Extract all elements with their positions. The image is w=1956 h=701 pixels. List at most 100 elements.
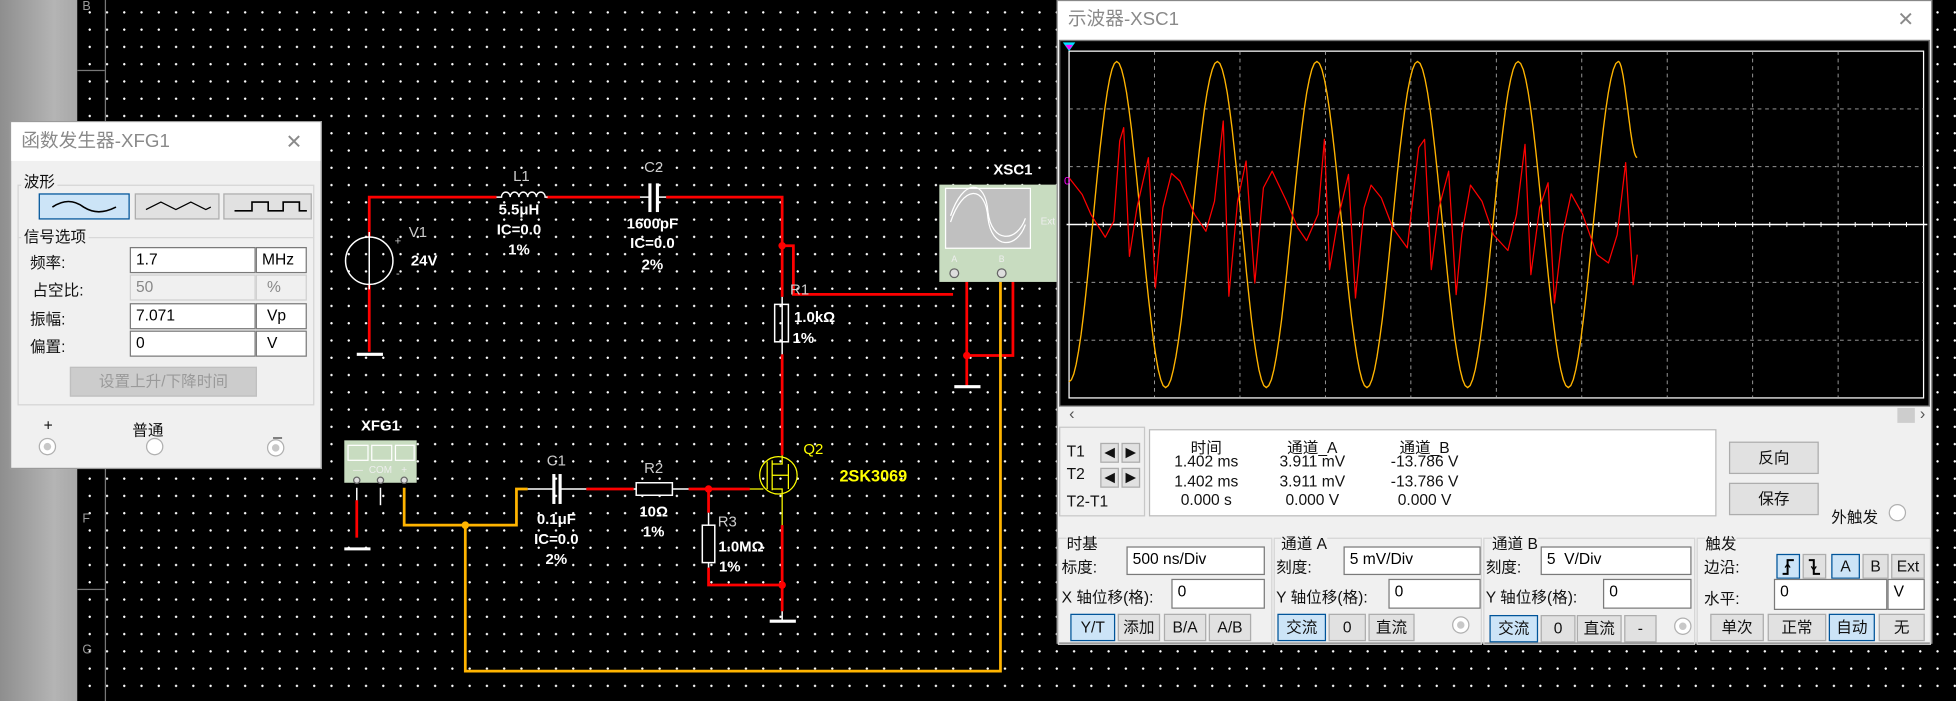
trigger-mode-[interactable]: 无 — [1878, 613, 1925, 642]
c2-name: C2 — [644, 159, 663, 176]
ruler-divider — [77, 588, 105, 591]
trigger-level-input[interactable]: 0 — [1773, 578, 1888, 611]
channel-a-coupling-[interactable]: 交流 — [1277, 613, 1327, 642]
timebase-mode-[interactable]: 添加 — [1117, 613, 1161, 642]
arrow-left-icon: ◀ — [1104, 470, 1115, 486]
readout-cell: 3.911 mV — [1279, 472, 1346, 490]
t2-left-button[interactable]: ◀ — [1100, 467, 1119, 488]
scope-display: 0 — [1062, 42, 1928, 399]
parts — [344, 183, 981, 623]
scroll-right-button[interactable]: › — [1919, 404, 1926, 423]
triangle-wave-button[interactable] — [134, 193, 220, 220]
ruler-divider — [77, 69, 105, 72]
close-icon[interactable]: ✕ — [1897, 9, 1915, 32]
channel-a-radio[interactable] — [1452, 616, 1470, 634]
channel-a-scale-input[interactable]: 5 mV/Div — [1343, 546, 1481, 576]
channel-a-group — [1273, 537, 1482, 645]
trigger-source-ext[interactable]: Ext — [1891, 553, 1925, 579]
channel-b-radio[interactable] — [1674, 617, 1692, 635]
channel-a-title: 通道 A — [1281, 530, 1328, 554]
x-position-input[interactable]: 0 — [1171, 578, 1265, 609]
scroll-left-button[interactable]: ‹ — [1069, 404, 1075, 423]
arrow-right-icon: ▶ — [1125, 470, 1137, 486]
square-wave-icon — [234, 201, 307, 212]
scope-screen[interactable] — [1059, 39, 1930, 407]
channel-a-ypos-input[interactable]: 0 — [1388, 578, 1481, 609]
waveform-group — [17, 184, 315, 406]
resistor-r1-symbol — [773, 303, 790, 343]
sine-wave-icon — [51, 200, 116, 213]
channel-a-coupling-[interactable]: 直流 — [1368, 613, 1415, 642]
field-unit: MHz — [255, 246, 307, 274]
channel-b-scale-label: 刻度: — [1485, 558, 1522, 577]
inductor-l1-symbol — [496, 191, 548, 198]
terminal-common-radio[interactable] — [145, 437, 164, 456]
cursor-controls — [1059, 426, 1146, 517]
xfg1-com-label: COM — [369, 465, 392, 476]
arrow-right-icon: ▶ — [1125, 445, 1137, 461]
channel-b-coupling-[interactable]: - — [1624, 614, 1657, 643]
v1-name: V1 — [409, 224, 427, 241]
readout-cell: 0.000 s — [1180, 491, 1232, 509]
terminal-plus-radio[interactable] — [38, 437, 57, 456]
xsc1-ext-label: Ext — [1041, 217, 1056, 228]
scrollbar-thumb[interactable] — [1897, 407, 1915, 423]
t1-right-button[interactable]: ▶ — [1121, 442, 1141, 463]
v1-value: 24V — [411, 253, 438, 270]
falling-edge-button[interactable] — [1802, 553, 1827, 579]
channel-a-coupling-0[interactable]: 0 — [1328, 613, 1366, 642]
sine-wave-button[interactable] — [38, 193, 130, 220]
field-input[interactable]: 7.071 — [129, 303, 256, 330]
field-input[interactable]: 0 — [129, 330, 256, 357]
square-wave-button[interactable] — [223, 193, 312, 220]
trigger-mode-[interactable]: 自动 — [1828, 613, 1875, 642]
timebase-mode-ba[interactable]: B/A — [1163, 613, 1207, 642]
trigger-source-b[interactable]: B — [1862, 553, 1889, 579]
trigger-mode-[interactable]: 单次 — [1710, 613, 1764, 642]
channel-b-ypos-input[interactable]: 0 — [1602, 578, 1692, 609]
save-button[interactable]: 保存 — [1728, 482, 1819, 516]
ext-trigger-radio[interactable] — [1888, 503, 1907, 522]
channel-a-scale-label: 刻度: — [1276, 558, 1312, 577]
resistor-r3-symbol — [701, 524, 716, 564]
horizontal-scrollbar[interactable]: ‹ › — [1059, 404, 1930, 425]
channel-b-coupling-[interactable]: 直流 — [1576, 614, 1622, 643]
field-label: 占空比: — [32, 281, 84, 300]
timebase-mode-yt[interactable]: Y/T — [1070, 613, 1116, 642]
t2-right-button[interactable]: ▶ — [1121, 467, 1141, 488]
terminal-plus-label: + — [43, 416, 53, 435]
channel-a-ypos-label: Y 轴位移(格): — [1276, 588, 1368, 607]
c2-tolerance: 2% — [642, 256, 664, 273]
l1-name: L1 — [513, 168, 530, 185]
timebase-scale-input[interactable]: 500 ns/Div — [1126, 546, 1265, 576]
ext-trigger-label: 外触发 — [1831, 508, 1879, 527]
trigger-mode-[interactable]: 正常 — [1767, 613, 1827, 642]
terminal-common-label: 普通 — [132, 421, 164, 440]
terminal-minus-radio[interactable] — [266, 439, 285, 457]
channel-b-trace — [1068, 60, 1638, 389]
oscilloscope-xsc1-icon[interactable] — [939, 184, 1065, 282]
close-icon[interactable]: ✕ — [285, 132, 303, 154]
timebase-mode-ab[interactable]: A/B — [1208, 613, 1252, 642]
channel-b-coupling-0[interactable]: 0 — [1540, 614, 1576, 643]
t1-left-button[interactable]: ◀ — [1100, 442, 1119, 463]
q2-name: Q2 — [803, 441, 823, 458]
reverse-button[interactable]: 反向 — [1728, 441, 1819, 475]
resistor-r2-symbol — [635, 482, 674, 496]
field-input[interactable]: 1.7 — [129, 246, 256, 274]
v1-plus: + — [395, 236, 402, 248]
xfg1-plus-label: + — [401, 465, 407, 476]
channel-b-scale-input[interactable]: 5 V/Div — [1540, 546, 1692, 576]
c2-ic: IC=0.0 — [630, 235, 674, 252]
rise-fall-time-button[interactable]: 设置上升/下降时间 — [69, 366, 257, 397]
function-generator-xfg1-icon[interactable] — [344, 440, 417, 485]
channel-b-coupling-[interactable]: 交流 — [1489, 614, 1539, 643]
c1-name: C1 — [547, 452, 566, 469]
trigger-level-unit: V — [1887, 578, 1925, 611]
field-label: 振幅: — [29, 310, 66, 329]
rising-edge-button[interactable] — [1776, 553, 1801, 579]
field-input: 50 — [129, 274, 256, 301]
l1-ic: IC=0.0 — [497, 222, 541, 239]
trigger-source-a[interactable]: A — [1831, 553, 1860, 579]
